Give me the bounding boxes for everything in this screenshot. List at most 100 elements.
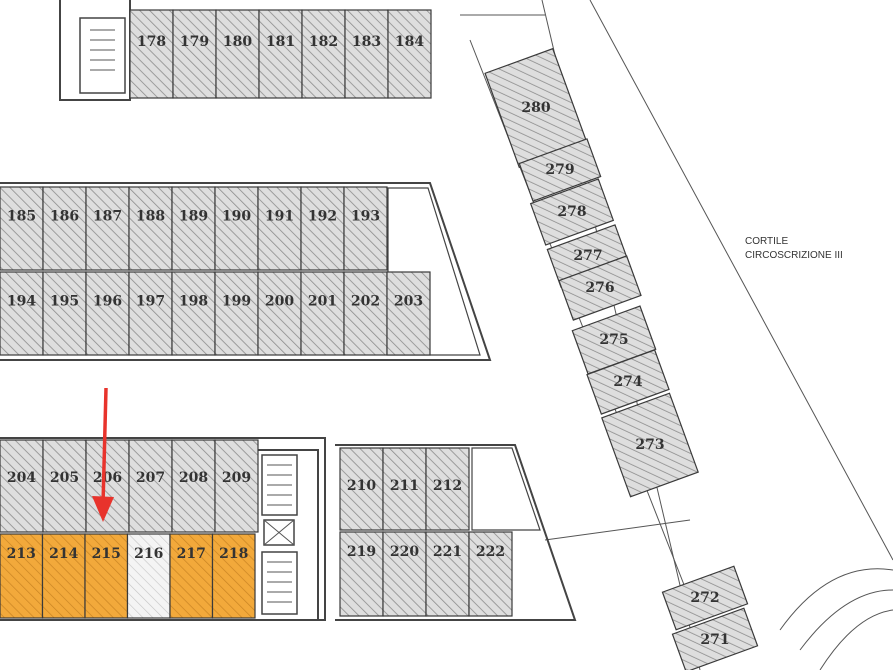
spot-number-192: 192 — [308, 209, 337, 225]
spot-number-188: 188 — [136, 209, 165, 225]
spot-number-217: 217 — [177, 546, 206, 562]
spot-number-214: 214 — [49, 546, 78, 562]
spot-number-182: 182 — [309, 34, 338, 50]
spot-number-209: 209 — [222, 470, 251, 486]
parking-spot-221 — [425, 531, 470, 617]
parking-spots — [0, 9, 759, 670]
parking-spot-179 — [172, 9, 217, 99]
parking-spot-202 — [343, 271, 388, 356]
parking-spot-187 — [85, 186, 130, 271]
parking-spot-191 — [257, 186, 302, 271]
parking-spot-213 — [0, 533, 44, 619]
arrow-indicator — [92, 387, 114, 522]
spot-number-195: 195 — [50, 294, 79, 310]
spot-number-213: 213 — [7, 546, 36, 562]
spot-number-184: 184 — [395, 34, 424, 50]
spot-number-191: 191 — [265, 209, 294, 225]
spot-number-186: 186 — [50, 209, 79, 225]
parking-spot-272 — [661, 565, 749, 631]
spot-number-206: 206 — [93, 470, 122, 486]
spot-number-222: 222 — [476, 544, 505, 560]
parking-spot-222 — [468, 531, 513, 617]
parking-spot-271 — [671, 607, 759, 670]
block-outlines — [0, 0, 577, 621]
parking-spot-196 — [85, 271, 130, 356]
spot-number-185: 185 — [7, 209, 36, 225]
spot-number-199: 199 — [222, 294, 251, 310]
spot-number-220: 220 — [390, 544, 419, 560]
parking-spot-195 — [42, 271, 87, 356]
parking-spot-205 — [42, 439, 87, 533]
parking-spot-180 — [215, 9, 260, 99]
spot-number-201: 201 — [308, 294, 337, 310]
parking-spot-182 — [301, 9, 346, 99]
parking-spot-218 — [211, 533, 256, 619]
arrow-head — [92, 496, 114, 522]
spot-number-221: 221 — [433, 544, 462, 560]
parking-spot-216 — [126, 533, 171, 619]
spot-number-275: 275 — [599, 332, 628, 348]
parking-spot-201 — [300, 271, 345, 356]
spot-number-196: 196 — [93, 294, 122, 310]
spot-number-197: 197 — [136, 294, 165, 310]
parking-spot-192 — [300, 186, 345, 271]
spot-number-193: 193 — [351, 209, 380, 225]
courtyard-label-line-2: CIRCOSCRIZIONE III — [745, 250, 843, 261]
parking-spot-178 — [129, 9, 174, 99]
parking-spot-211 — [382, 447, 427, 531]
parking-spot-210 — [339, 447, 384, 531]
spot-number-200: 200 — [265, 294, 294, 310]
spot-number-204: 204 — [7, 470, 36, 486]
spot-number-208: 208 — [179, 470, 208, 486]
parking-spot-193 — [343, 186, 388, 271]
parking-spot-276 — [558, 255, 642, 321]
spot-number-280: 280 — [521, 100, 550, 116]
parking-spot-220 — [382, 531, 427, 617]
parking-spot-194 — [0, 271, 44, 356]
parking-spot-279 — [518, 138, 602, 202]
stairwell-bottom — [261, 454, 298, 615]
spot-number-194: 194 — [7, 294, 36, 310]
parking-spot-208 — [171, 439, 216, 533]
parking-spot-198 — [171, 271, 216, 356]
spot-number-211: 211 — [390, 478, 419, 494]
parking-spot-200 — [257, 271, 302, 356]
courtyard-label-line-1: CORTILE — [745, 236, 788, 247]
spot-number-190: 190 — [222, 209, 251, 225]
spot-number-215: 215 — [92, 546, 121, 562]
parking-spot-209 — [214, 439, 259, 533]
arrow-shaft — [101, 387, 108, 506]
parking-spot-207 — [128, 439, 173, 533]
parking-spot-190 — [214, 186, 259, 271]
parking-spot-186 — [42, 186, 87, 271]
spot-number-207: 207 — [136, 470, 165, 486]
spot-number-180: 180 — [223, 34, 252, 50]
stairwell-top — [79, 17, 126, 94]
parking-spot-199 — [214, 271, 259, 356]
parking-spot-214 — [41, 533, 86, 619]
parking-spot-203 — [386, 271, 431, 356]
parking-spot-183 — [344, 9, 389, 99]
spot-number-279: 279 — [545, 162, 574, 178]
spot-number-219: 219 — [347, 544, 376, 560]
spot-number-278: 278 — [557, 204, 586, 220]
spot-number-202: 202 — [351, 294, 380, 310]
spot-number-272: 272 — [690, 590, 719, 606]
spot-number-274: 274 — [613, 374, 642, 390]
spot-number-276: 276 — [585, 280, 614, 296]
spot-number-205: 205 — [50, 470, 79, 486]
parking-spot-212 — [425, 447, 470, 531]
spot-number-178: 178 — [137, 34, 166, 50]
spot-number-198: 198 — [179, 294, 208, 310]
parking-spot-185 — [0, 186, 44, 271]
spot-number-183: 183 — [352, 34, 381, 50]
spot-number-273: 273 — [635, 437, 664, 453]
parking-spot-278 — [529, 178, 615, 246]
spot-number-179: 179 — [180, 34, 209, 50]
spot-number-271: 271 — [700, 632, 729, 648]
parking-spot-181 — [258, 9, 303, 99]
parking-spot-184 — [387, 9, 432, 99]
spot-number-187: 187 — [93, 209, 122, 225]
spot-number-216: 216 — [134, 546, 163, 562]
